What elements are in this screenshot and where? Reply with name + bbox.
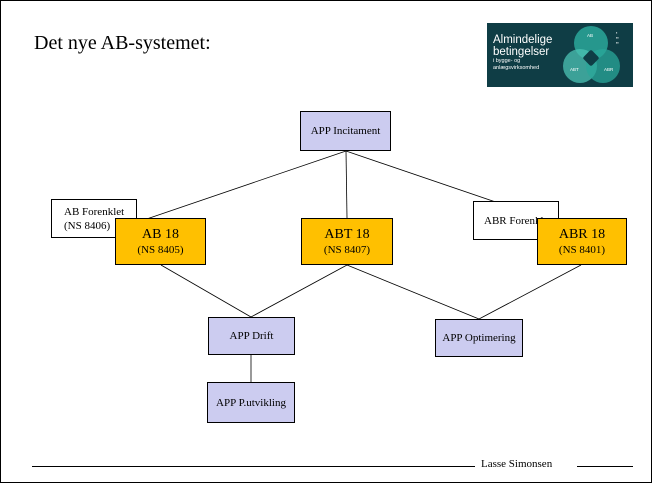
logo-line-2: betingelser: [493, 46, 550, 59]
logo-circle-label-abr: ABR: [604, 67, 614, 72]
abr18-sub: (NS 8401): [558, 243, 606, 256]
app-optimering-node: APP Optimering: [435, 319, 523, 357]
app-incitament-node: APP Incitament: [300, 111, 391, 151]
connector-ab18-drift: [160, 264, 252, 318]
logo-line-1: Almindelige: [493, 34, 553, 46]
connector-incitament-ab18: [131, 150, 347, 225]
footer-author: Lasse Simonsen: [481, 458, 553, 470]
footer-rule-right: [577, 466, 633, 467]
logo-side-icon: ▪▪▪▪▪: [616, 30, 619, 45]
logo-circle-label-abt: ABT: [570, 67, 579, 72]
connector-abt18-drift: [250, 264, 348, 318]
app-putvikling-node: APP P.utvikling: [207, 382, 295, 423]
ab18-node: AB 18 (NS 8405): [115, 218, 206, 265]
ab18-label: AB 18: [142, 226, 179, 242]
abr18-label: ABR 18: [558, 226, 606, 242]
footer-rule-left: [32, 466, 475, 467]
logo-text: Almindelige betingelser i bygge- og anlæ…: [493, 34, 552, 72]
ab18-sub: (NS 8405): [137, 243, 184, 256]
logo-line-4: anlægsvirksomhed: [493, 64, 540, 71]
connector-abr18-optimering: [478, 264, 582, 320]
ab-forenklet-label: AB Forenklet: [64, 205, 125, 218]
connector-abt18-optimering: [346, 264, 480, 320]
ab-logo: Almindelige betingelser i bygge- og anlæ…: [487, 23, 633, 87]
abr18-node: ABR 18 (NS 8401): [537, 218, 627, 265]
ab-forenklet-sub: (NS 8406): [64, 219, 111, 232]
logo-line-3: i bygge- og: [493, 58, 521, 65]
slide-title: Det nye AB-systemet:: [34, 32, 211, 54]
logo-circle-label-ab: AB: [587, 33, 594, 38]
app-drift-node: APP Drift: [208, 317, 295, 355]
abt18-label: ABT 18: [324, 226, 370, 242]
connector-incitament-abt18: [345, 150, 348, 219]
abt18-sub: (NS 8407): [323, 243, 371, 256]
abt18-node: ABT 18 (NS 8407): [301, 218, 393, 265]
